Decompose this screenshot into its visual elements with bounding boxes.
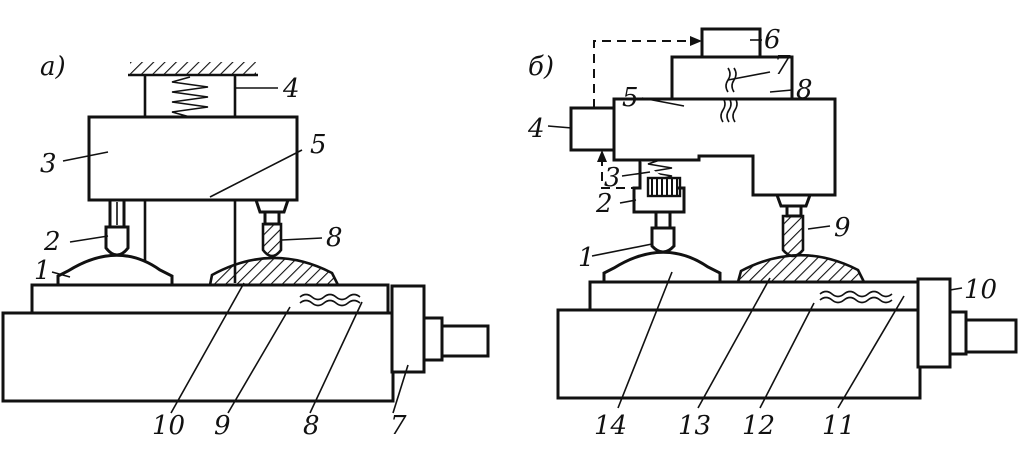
callout-a-1: 1 — [34, 256, 51, 286]
callouts-a: 1 2 3 4 5 8 7 8 9 10 — [34, 74, 407, 441]
callout-b-7: 7 — [774, 51, 791, 81]
callout-b-11: 11 — [822, 411, 855, 441]
panel-label-b: б) — [528, 52, 554, 82]
actuator-a — [390, 284, 490, 374]
callout-b-14: 14 — [594, 411, 627, 441]
callout-b-2: 2 — [595, 189, 613, 219]
diagram-a: а) — [1, 52, 490, 441]
callout-a-7: 7 — [390, 411, 407, 441]
main-frame-b — [612, 97, 837, 197]
leader-lines-b — [547, 39, 963, 409]
wavy-lines-a — [299, 293, 361, 307]
callout-a-8-cutter: 8 — [326, 223, 343, 253]
template-a — [56, 253, 174, 285]
actuator-b — [916, 277, 1018, 369]
callout-b-9: 9 — [834, 213, 851, 243]
carriage-block-a — [87, 115, 299, 202]
machine-bed-b — [556, 308, 922, 400]
box-4-b — [569, 106, 616, 152]
panel-label-a: а) — [40, 52, 66, 82]
callout-b-8: 8 — [796, 75, 813, 105]
callout-a-9: 9 — [214, 411, 231, 441]
template-b — [602, 250, 722, 282]
callout-b-4: 4 — [527, 114, 545, 144]
callout-a-10: 10 — [152, 411, 185, 441]
signal-path-b — [593, 36, 702, 189]
diagram-b: б) — [527, 25, 1018, 441]
callout-b-1: 1 — [578, 243, 595, 273]
callout-a-4: 4 — [282, 74, 300, 104]
tracer-stylus-b — [632, 160, 686, 254]
callout-a-3: 3 — [40, 149, 57, 179]
table-a — [30, 283, 390, 315]
leader-lines-a — [51, 87, 409, 414]
callout-b-12: 12 — [742, 411, 775, 441]
ceiling-support-a — [128, 62, 258, 77]
workpiece-b — [736, 253, 867, 284]
callout-a-5: 5 — [310, 130, 327, 160]
callout-b-10: 10 — [964, 275, 997, 305]
tracer-stylus-a — [104, 198, 130, 257]
cutter-tool-a — [253, 198, 291, 258]
cutter-tool-b — [774, 193, 813, 258]
block-6-b — [700, 27, 762, 59]
spring-a — [171, 76, 209, 118]
callout-b-6: 6 — [764, 25, 781, 55]
callout-a-2: 2 — [43, 227, 61, 257]
callout-b-13: 13 — [678, 411, 711, 441]
callout-b-5: 5 — [622, 83, 639, 113]
wavy-lines-b — [819, 290, 893, 304]
workpiece-a — [208, 256, 341, 287]
callouts-b: 1 2 3 4 5 6 7 8 9 10 11 12 13 14 — [527, 25, 997, 441]
machine-bed-a — [1, 311, 395, 403]
callout-b-3: 3 — [604, 163, 621, 193]
callout-a-8-lines: 8 — [303, 411, 320, 441]
spring-b — [647, 159, 673, 181]
